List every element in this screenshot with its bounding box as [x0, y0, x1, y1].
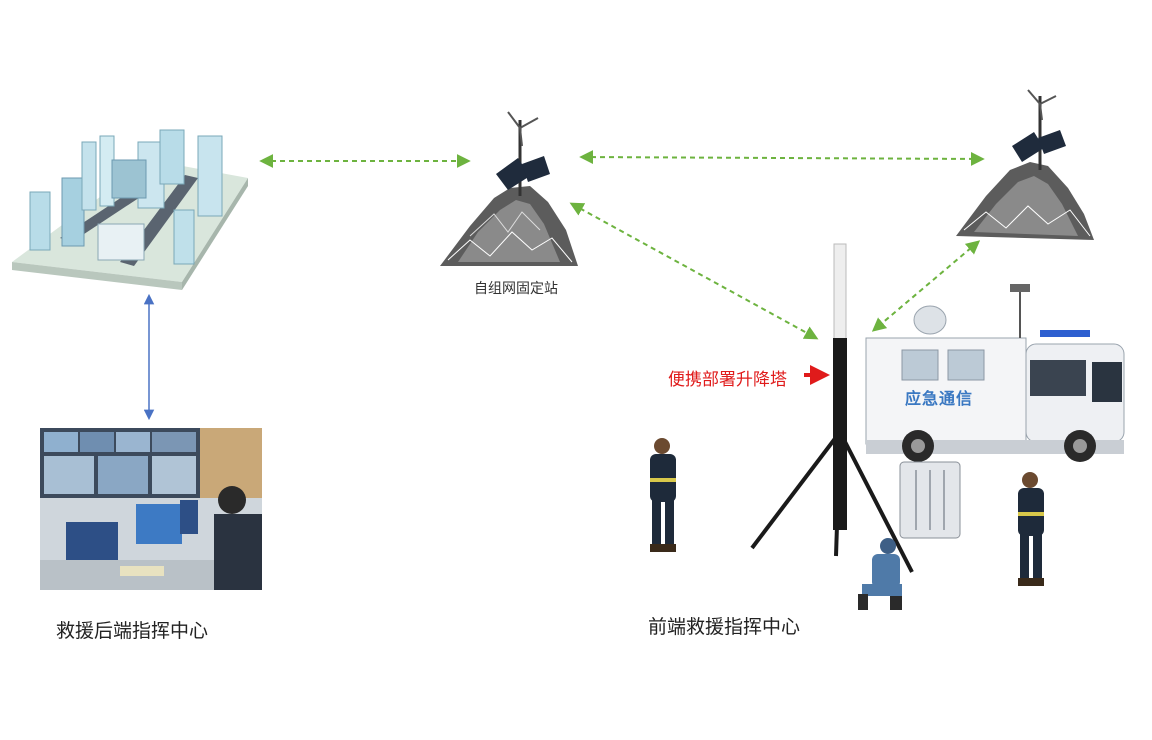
fixed-station-label: 自组网固定站: [474, 281, 558, 297]
city-block-icon: [12, 129, 248, 290]
remote-station-icon: [956, 89, 1094, 240]
emergency-van-icon: [865, 284, 1125, 462]
lifting-tower-icon: [750, 243, 914, 573]
link-remote-van: [871, 240, 981, 332]
firefighter-right-icon: [1018, 472, 1044, 586]
firefighter-left-icon: [650, 438, 676, 552]
lifting-tower-label: 便携部署升降塔: [668, 370, 787, 390]
back-center-label: 救援后端指挥中心: [56, 620, 209, 642]
van-side-text: 应急通信: [905, 389, 974, 408]
link-station-remote: [579, 150, 985, 166]
control-room-photo: [40, 428, 262, 590]
equipment-case-icon: [899, 461, 961, 539]
link-station-tower: [569, 202, 819, 340]
fixed-station-icon: [440, 111, 578, 266]
rescuer-kneeling-icon: [858, 538, 902, 610]
front-center-label: 前端救援指挥中心: [648, 616, 801, 638]
